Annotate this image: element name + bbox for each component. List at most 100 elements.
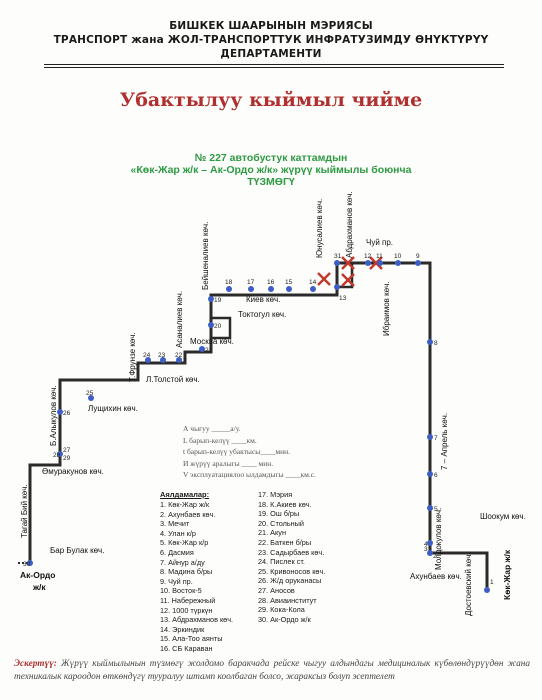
stop-marker: [208, 296, 214, 302]
list-item: 15. Ала-Тоо аянты: [160, 634, 223, 644]
stop-number: 30: [23, 561, 31, 568]
stop-number: 19: [214, 297, 222, 304]
route-parameters: А чыгуу _____а/у. L барып-келүү ____км. …: [183, 423, 316, 481]
list-item: 1. Көк-Жар ж/к: [160, 500, 210, 509]
list-item: 25. Кривоносов көч.: [258, 566, 326, 576]
list-item: 11. Набережный: [160, 595, 216, 605]
street-label: Москва көч.: [190, 337, 234, 346]
stop-number: 16: [267, 279, 275, 286]
header-mayoralty: БИШКЕК ШААРЫНЫН МЭРИЯСЫ: [169, 20, 373, 32]
stops-layer: [27, 260, 490, 593]
scheme-label: ТҮЗМӨГҮ: [247, 176, 295, 188]
list-item: 13. Абдрахманов көч.: [160, 615, 234, 625]
stop-number: 26: [63, 410, 71, 417]
list-item: 22. Баткен б/ры: [258, 537, 312, 547]
stop-number: 13: [339, 295, 347, 302]
list-item: 18. К.Акиев көч.: [258, 499, 312, 509]
list-item: 14. Эркиндик: [160, 624, 205, 634]
street-label: Киев көч.: [246, 295, 280, 304]
stop-number: 31: [334, 253, 342, 260]
param-speed: V эксплуатациялоо ылдамдыгы ____км.с.: [183, 470, 316, 479]
stop-number: 21: [205, 347, 213, 354]
stop-number: 10: [394, 253, 402, 260]
street-label: Токтогул көч.: [238, 310, 286, 319]
street-label: Чуй пр.: [366, 238, 393, 247]
header-department: ДЕПАРТАМЕНТИ: [220, 48, 322, 60]
list-item: 19. Ош б/ры: [258, 509, 300, 519]
list-item: 23. Садырбаев көч.: [258, 547, 325, 557]
stop-marker: [484, 587, 490, 593]
param-interval: И жүрүү аралыгы ____ мин.: [183, 458, 274, 468]
route-line: [28, 261, 489, 590]
stop-number: 25: [86, 390, 94, 397]
list-item: 3. Мечит: [160, 519, 190, 529]
list-item: 20. Стольный: [258, 518, 305, 528]
street-label: Абдрахманов көч.: [345, 191, 354, 258]
list-item: 27. Аносов: [258, 585, 295, 595]
list-item: 17. Мэрия: [258, 490, 293, 499]
street-label: Өмуракунов көч.: [42, 467, 104, 476]
header-divider: [44, 64, 504, 65]
stop-number: 6: [434, 472, 438, 479]
document-title: Убактылуу кыймыл чийме: [119, 89, 423, 111]
terminus-label: Ак-Ордо: [20, 570, 55, 580]
stop-marker: [427, 339, 433, 345]
stop-marker: [395, 260, 401, 266]
route-number: № 227 автобустук каттамдын: [194, 152, 348, 164]
street-label: Ахунбаев көч.: [410, 572, 462, 581]
stop-marker: [248, 286, 254, 292]
list-item: 6. Дасмия: [160, 547, 194, 557]
stops-title: Аялдамалар:: [160, 490, 210, 499]
list-item: 10. Восток-5: [160, 586, 202, 596]
list-item: 9. Чуй пр.: [160, 576, 193, 586]
closure-cross-icon: [317, 256, 383, 287]
stop-marker: [199, 346, 205, 352]
list-item: 24. Пислек ст.: [258, 557, 305, 567]
stop-marker: [427, 550, 433, 556]
stop-number: 12: [364, 253, 372, 260]
stop-number: 28: [53, 452, 61, 459]
list-item: 16. СБ Караван: [160, 643, 213, 653]
stop-marker: [176, 357, 182, 363]
stop-number: 22: [175, 352, 183, 359]
list-item: 26. Ж/д оруканасы: [258, 576, 322, 586]
header-divider-second: [44, 67, 504, 68]
stop-marker: [415, 260, 421, 266]
stop-marker: [427, 471, 433, 477]
stop-marker: [365, 260, 371, 266]
stop-number: 14: [309, 279, 317, 286]
list-item: 29. Кока-Кола: [258, 605, 305, 615]
stop-number: 5: [434, 506, 438, 513]
street-label: Юнусалиев көч.: [315, 199, 324, 258]
stop-number: 11: [376, 253, 383, 260]
street-label: Бар Булак көч.: [50, 546, 104, 555]
stop-marker: [427, 540, 433, 546]
list-item: 5. Көк-Жар к/р: [160, 538, 209, 548]
street-label: Достоевский көч.: [464, 552, 473, 616]
stop-marker: [286, 286, 292, 292]
street-label: Молдокулов көч.: [434, 508, 443, 570]
stop-number: 9: [416, 253, 420, 260]
stop-marker: [310, 286, 316, 292]
stop-marker: [268, 286, 274, 292]
terminus-label: ж/к: [32, 582, 46, 592]
stop-marker: [226, 286, 232, 292]
stop-marker: [334, 284, 340, 290]
street-label: Ибраимов көч.: [382, 282, 391, 336]
stop-number: 4: [424, 541, 428, 548]
stop-number: 17: [247, 279, 255, 286]
stops-list-left: 1. Көк-Жар ж/к 2. Ахунбаев көч. 3. Мечит…: [160, 500, 233, 654]
list-item: 8. Мадина б/ры: [160, 567, 213, 577]
stop-marker: [334, 260, 340, 266]
list-item: 4. Улан к/р: [160, 528, 196, 538]
street-label: Бейшеналиев көч.: [201, 222, 210, 290]
param-departure: А чыгуу _____а/у.: [183, 424, 241, 433]
list-item: 12. 1000 түркүн: [160, 605, 213, 615]
param-time: t барып-келүү убактысы____мин.: [183, 447, 290, 456]
street-label: Тагай Бий көч.: [20, 484, 29, 538]
street-label: Б.Алыкулов көч.: [49, 385, 58, 446]
stop-marker: [427, 434, 433, 440]
stop-number: 29: [63, 455, 71, 462]
street-label: Лущихин көч.: [88, 404, 138, 413]
